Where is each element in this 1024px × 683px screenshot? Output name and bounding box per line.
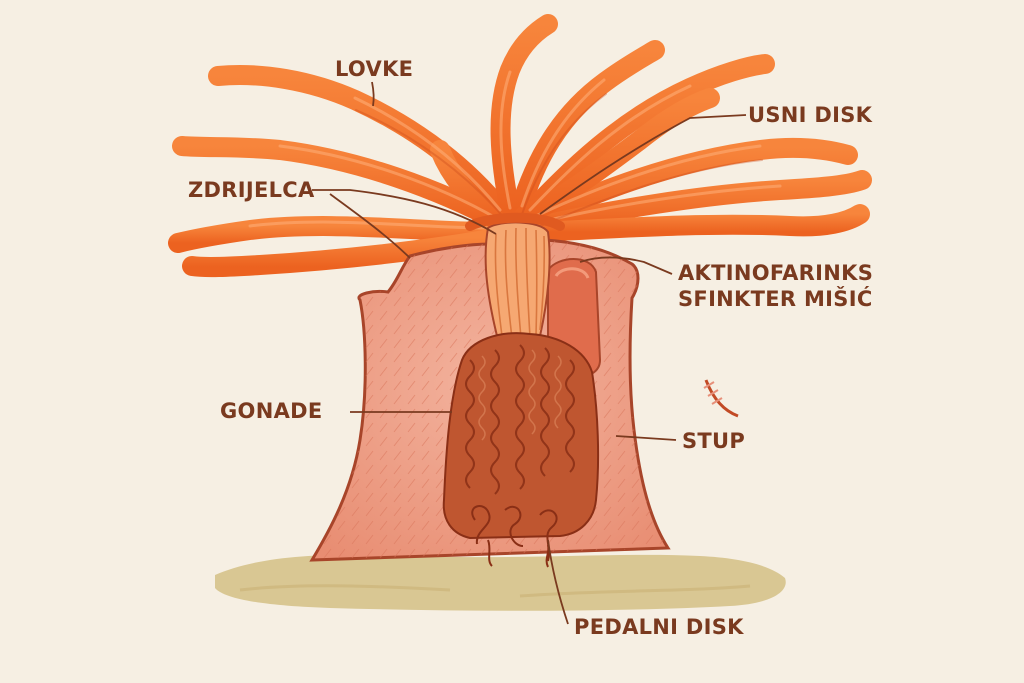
label-gonade: GONADE [220, 399, 323, 423]
decorative-stroke [703, 379, 739, 418]
tentacles [168, 14, 872, 278]
label-sfinkter: SFINKTER MIŠIĆ [678, 287, 873, 311]
leader-zdrijelca-1 [312, 189, 497, 235]
actinopharynx [484, 221, 551, 342]
leader-aktinofarinks [579, 256, 673, 275]
label-stup: STUP [682, 429, 746, 453]
leader-zdrijelca-2 [329, 193, 411, 259]
leader-usni-disk [539, 114, 747, 215]
gonads [442, 332, 600, 568]
leader-lines [312, 81, 747, 625]
label-pedalni-disk: PEDALNI DISK [574, 615, 744, 639]
leader-stup [615, 435, 677, 441]
label-lovke: LOVKE [335, 57, 414, 81]
label-usni-disk: USNI DISK [748, 103, 873, 127]
leader-lovke [371, 81, 375, 107]
label-zdrijelca: ZDRIJELCA [188, 178, 315, 202]
leader-pedalni-disk [547, 539, 569, 625]
label-aktinofarinks-sfinkter: AKTINOFARINKS SFINKTER MIŠIĆ [678, 260, 873, 312]
substrate [215, 554, 786, 611]
label-aktinofarinks: AKTINOFARINKS [678, 261, 874, 285]
